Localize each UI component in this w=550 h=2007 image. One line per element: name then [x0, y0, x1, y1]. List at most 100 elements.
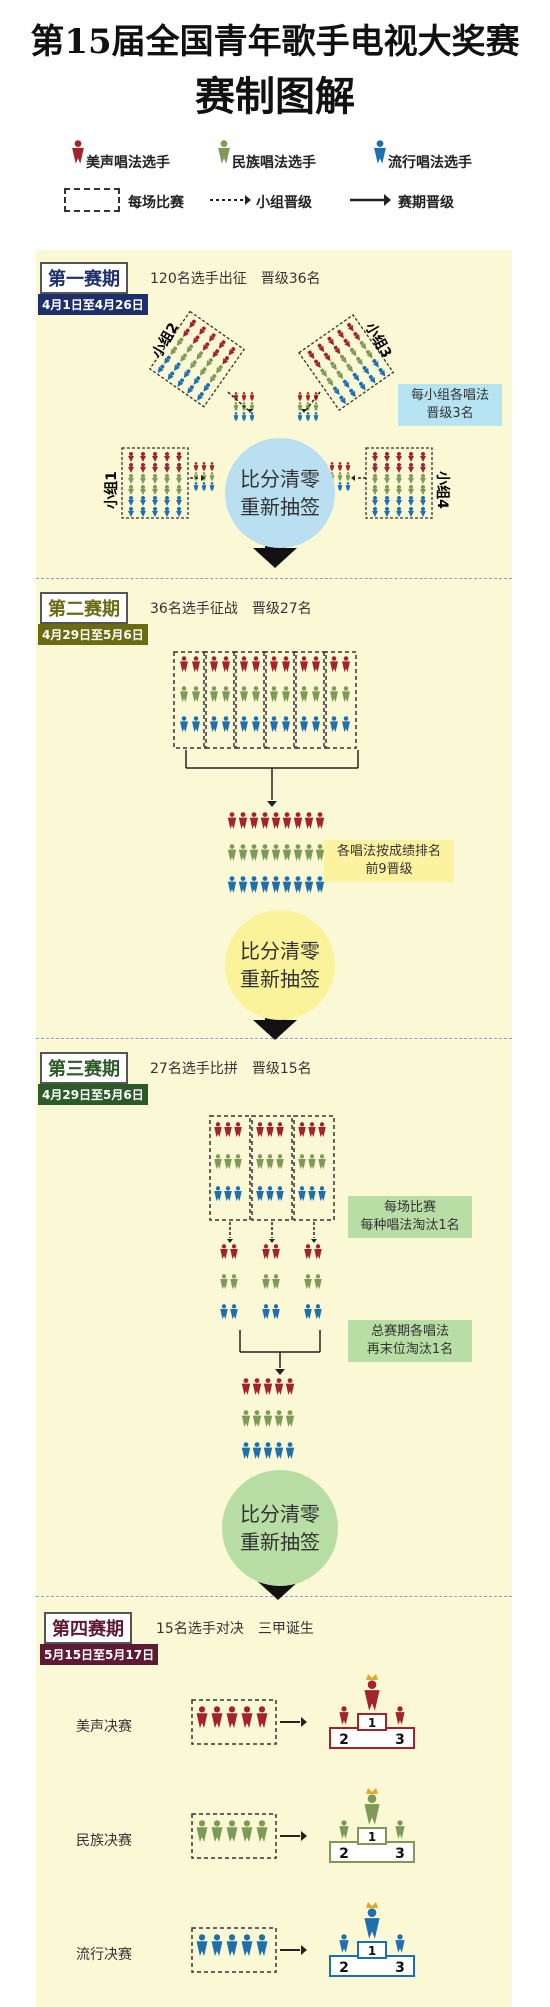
group1-label: 小组1: [103, 471, 120, 509]
group4-qualifiers-icon: [345, 482, 351, 492]
singer-icon: [252, 686, 260, 703]
legend-pop-icon: [374, 140, 386, 164]
singer-icon: [342, 716, 350, 733]
singer-icon: [304, 876, 314, 893]
phase2-date: 4月29日至5月6日: [38, 624, 148, 645]
singer-icon: [285, 1442, 295, 1459]
singer-icon: [249, 844, 259, 861]
singer-icon: [298, 1154, 306, 1170]
singer-icon: [314, 1274, 322, 1290]
phase3-date: 4月29日至5月6日: [38, 1084, 148, 1105]
match-box: [293, 651, 327, 749]
phase2-desc: 36名选手征战 晋级27名: [150, 601, 312, 617]
singer-icon: [252, 1378, 262, 1395]
singer-icon: [192, 716, 200, 733]
singer-icon: [220, 1304, 228, 1320]
singer-icon: [226, 1820, 238, 1843]
match-box: [293, 1115, 335, 1221]
singer-icon: [263, 1442, 273, 1459]
singer-icon: [241, 1410, 251, 1427]
note-line: 再末位淘汰1名: [366, 1342, 454, 1357]
singer-icon: [224, 1154, 232, 1170]
singer-icon: [298, 1122, 306, 1138]
singer-icon: [266, 1154, 274, 1170]
singer-icon: [285, 1410, 295, 1427]
singer-icon: [240, 686, 248, 703]
note-line: 每种唱法淘汰1名: [360, 1218, 460, 1233]
singer-icon: [234, 1154, 242, 1170]
match-box: [209, 1115, 251, 1221]
champion-icon: [364, 1680, 380, 1711]
match-box: [203, 651, 237, 749]
podium-second-number: 2: [339, 1960, 349, 1976]
singer-icon: [214, 1154, 222, 1170]
group4-qualifiers-icon: [337, 462, 343, 472]
legend-bel-canto-icon: [72, 140, 84, 164]
singer-icon: [315, 876, 325, 893]
group2-qualifiers-icon: [233, 412, 239, 422]
third-place-icon: [395, 1706, 405, 1725]
singer-icon: [240, 656, 248, 673]
legend-dashed-box-icon: [64, 188, 120, 212]
crown-icon: [366, 1674, 378, 1680]
podium-first-number: 1: [368, 1716, 376, 1730]
singer-icon: [241, 1706, 253, 1729]
singer-icon: [220, 1244, 228, 1260]
group1-qualifiers-icon: [209, 472, 215, 482]
singer-icon: [304, 812, 314, 829]
singer-icon: [222, 686, 230, 703]
singer-icon: [282, 812, 292, 829]
singer-icon: [230, 1304, 238, 1320]
phase2-note: 各唱法按成绩排名 前9晋级: [324, 840, 454, 882]
singer-icon: [285, 1378, 295, 1395]
singer-icon: [342, 686, 350, 703]
singer-icon: [252, 1442, 262, 1459]
singer-icon: [256, 1934, 268, 1957]
singer-icon: [226, 1934, 238, 1957]
singer-icon: [304, 1244, 312, 1260]
singer-icon: [318, 1154, 326, 1170]
legend-ethnic-icon: [218, 140, 230, 164]
singer-icon: [211, 1934, 223, 1957]
singer-icon: [210, 656, 218, 673]
crown-icon: [366, 1902, 378, 1908]
singer-icon: [238, 844, 248, 861]
final-pop-label: 流行决赛: [76, 1947, 132, 1963]
singer-icon: [256, 1186, 264, 1202]
singer-icon: [262, 1304, 270, 1320]
second-place-icon: [339, 1706, 349, 1725]
singer-icon: [276, 1122, 284, 1138]
group4-qualifiers-icon: [329, 462, 335, 472]
divider: [36, 1596, 512, 1597]
match-box: [233, 651, 267, 749]
group4-label: 小组4: [433, 471, 450, 509]
singer-icon: [241, 1820, 253, 1843]
final-arrow-icon: [301, 1831, 307, 1841]
podium-third-number: 3: [395, 1846, 405, 1862]
phase2-advance-arrow-icon: [253, 1020, 297, 1040]
group2-qualifiers-icon: [233, 402, 239, 412]
singer-icon: [240, 716, 248, 733]
singer-icon: [224, 1122, 232, 1138]
singer-icon: [227, 844, 237, 861]
note-line: 总赛期各唱法: [370, 1324, 449, 1339]
podium-top: [357, 1941, 387, 1959]
singer-icon: [180, 686, 188, 703]
group3-block: [298, 314, 395, 412]
final-arrow-icon: [301, 1717, 307, 1727]
singer-icon: [304, 1304, 312, 1320]
singer-icon: [226, 1706, 238, 1729]
singer-icon: [214, 1186, 222, 1202]
champion-icon: [364, 1794, 380, 1825]
group-advance-arrow: [227, 391, 249, 411]
singer-icon: [300, 686, 308, 703]
arrowhead-icon: [201, 475, 205, 481]
group4-qualifiers-icon: [345, 472, 351, 482]
group4-qualifiers-icon: [345, 462, 351, 472]
divider: [36, 578, 512, 579]
singer-icon: [214, 1122, 222, 1138]
legend-solid-arrow-icon: [384, 194, 391, 206]
phase3-desc: 27名选手比拼 晋级15名: [150, 1061, 312, 1077]
main-title: 第15届全国青年歌手电视大奖赛: [30, 22, 520, 62]
arrowhead-icon: [269, 1239, 275, 1243]
